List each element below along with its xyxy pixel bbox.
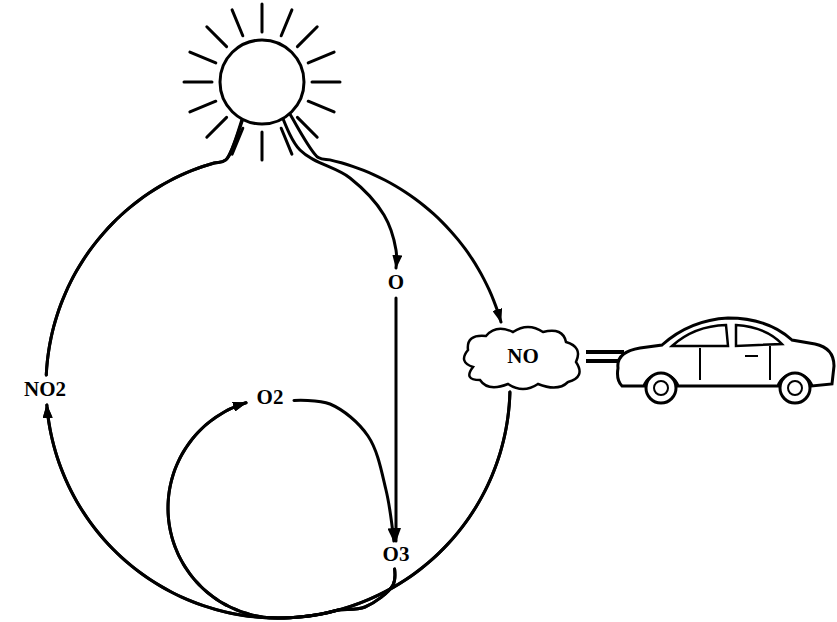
species-label: O2 — [257, 386, 284, 409]
car-door-line — [700, 346, 770, 380]
reaction-arrow — [47, 405, 395, 618]
species-label: NO2 — [24, 378, 66, 401]
sun-disc — [220, 40, 304, 124]
sun-ray — [261, 132, 264, 160]
reaction-arrow — [46, 82, 396, 375]
sun-ray — [207, 117, 227, 137]
sun-ray — [312, 81, 340, 84]
species-label: NO — [507, 345, 539, 368]
car-wheel — [646, 373, 676, 403]
sun-ray — [232, 10, 243, 36]
species-label: O — [388, 271, 404, 294]
car-hubcap — [654, 381, 668, 395]
car-window — [736, 325, 782, 346]
reaction-arrow — [168, 403, 395, 618]
cloud-shape — [464, 327, 580, 389]
car-hubcap — [788, 381, 802, 395]
sun-rays — [184, 4, 340, 160]
sun-ray — [297, 27, 317, 47]
sun-ray — [297, 117, 317, 137]
species-label: O3 — [383, 543, 410, 566]
reaction-arrow — [168, 392, 510, 618]
car-window — [672, 325, 728, 346]
reaction-arrow — [47, 392, 510, 618]
sun-ray — [308, 101, 334, 112]
species-node: O3 — [374, 541, 418, 569]
reaction-arrow — [294, 400, 394, 541]
sun-ray — [207, 27, 227, 47]
cloud-node: NO — [458, 322, 588, 392]
car-wheel — [780, 373, 810, 403]
sun-ray — [261, 4, 264, 32]
sun-ray — [190, 101, 216, 112]
sun-ray — [308, 52, 334, 63]
car-door-handle — [745, 355, 758, 357]
sun-ray — [281, 10, 292, 36]
reaction-arrow — [46, 82, 501, 375]
species-node: O2 — [246, 384, 294, 412]
sun-ray — [190, 52, 216, 63]
reaction-arrow — [395, 298, 398, 541]
exhaust-line — [586, 350, 624, 354]
sun-ray — [232, 128, 243, 154]
species-node: NO2 — [12, 375, 78, 405]
sun-ray — [281, 128, 292, 154]
sun-ray — [184, 81, 212, 84]
species-node: O — [382, 268, 410, 298]
